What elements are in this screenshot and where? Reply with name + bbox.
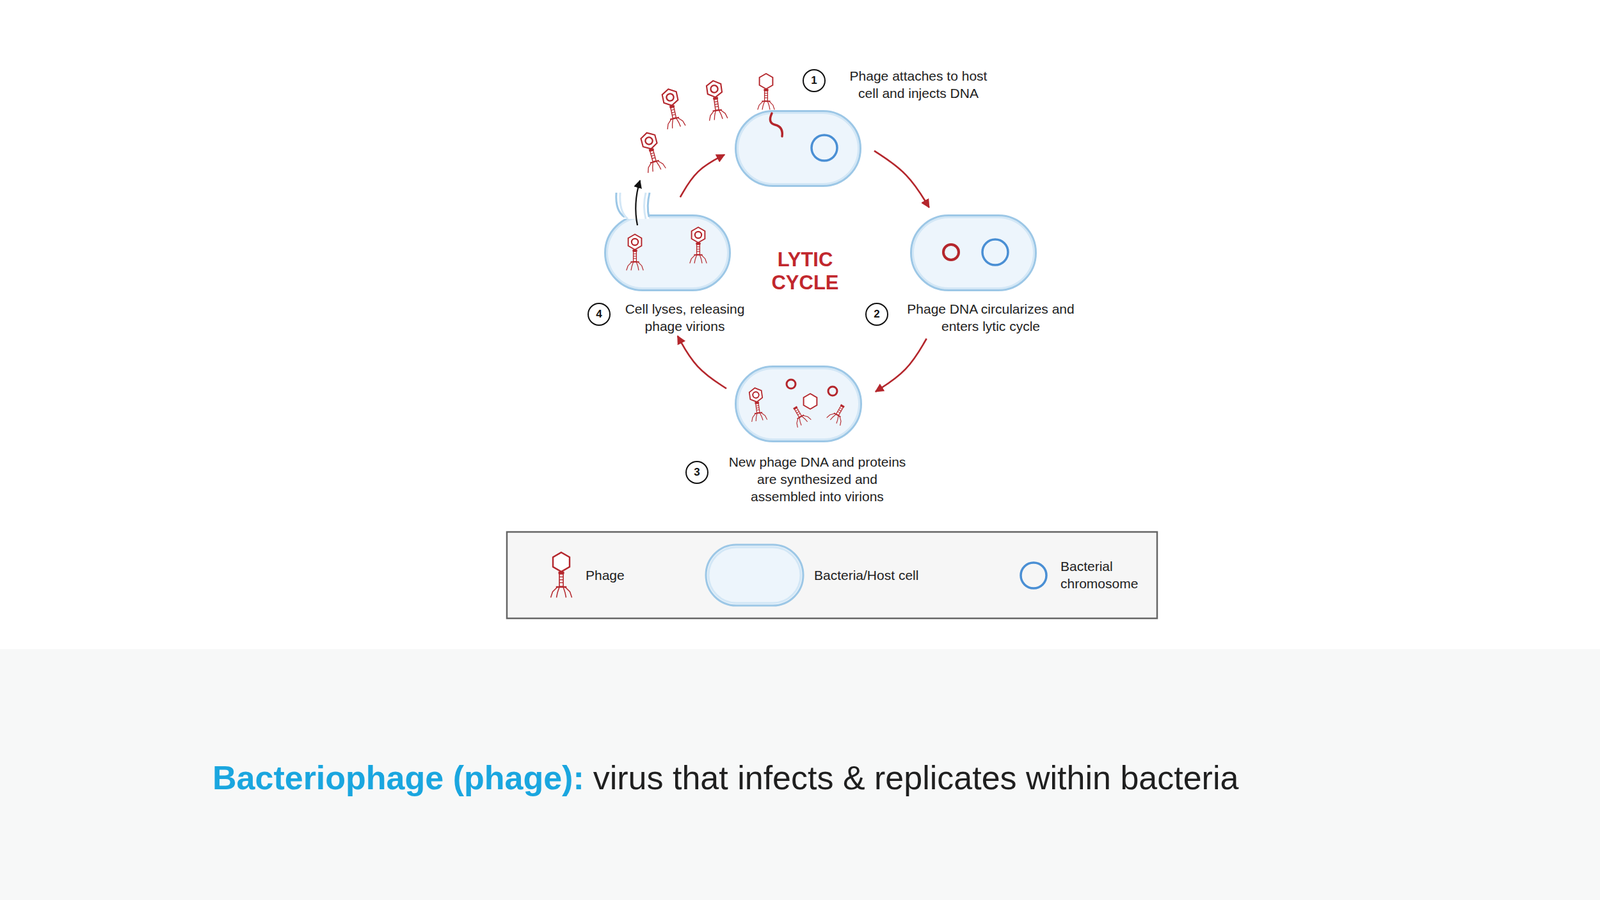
cycle-arrow — [874, 151, 930, 208]
phage-tail — [788, 403, 812, 428]
cycle-title: LYTIC CYCLE — [760, 248, 850, 295]
legend-chromosome-sample — [1020, 562, 1047, 589]
legend-box — [506, 531, 1158, 619]
step-caption: New phage DNA and proteins are synthesiz… — [725, 453, 909, 505]
cell-wall-flare — [647, 192, 650, 217]
callout-number: 1 — [802, 69, 826, 93]
callout-number: 2 — [865, 302, 889, 326]
phage-dna-circle — [786, 379, 796, 389]
legend-phage-sample — [551, 552, 573, 598]
callout-number: 4 — [587, 302, 611, 326]
cell-wall-flare — [620, 192, 628, 219]
bacterial-chromosome — [982, 239, 1008, 265]
phage-dna-circle — [828, 386, 838, 396]
release-arrow — [635, 180, 640, 226]
phage-virion — [626, 234, 644, 271]
legend-text: Bacterial chromosome — [1060, 557, 1144, 592]
host-cell: Phage attaches to host cell and injects … — [734, 110, 862, 187]
legend-cell-sample — [708, 547, 801, 603]
cycle-arrow — [875, 338, 927, 392]
phage-capsid — [803, 393, 818, 409]
phage-tail — [826, 401, 850, 426]
host-cell: New phage DNA and proteins are synthesiz… — [734, 365, 863, 443]
legend-text: Phage — [585, 566, 663, 584]
definition-term: Bacteriophage (phage): — [212, 757, 585, 799]
phage-virion — [689, 227, 707, 264]
host-cell: Cell lyses, releasing phage virions — [604, 214, 731, 292]
definition-text: virus that infects & replicates within b… — [593, 757, 1240, 799]
legend-cell-sample — [705, 544, 804, 606]
callout-number: 3 — [685, 460, 709, 484]
phage-virion — [704, 79, 728, 121]
cycle-arrow — [680, 154, 725, 198]
step-caption: Phage DNA circularizes and enters lytic … — [901, 300, 1081, 335]
cell-opening — [624, 213, 649, 219]
host-cell: Phage DNA circularizes and enters lytic … — [910, 214, 1037, 292]
step-caption: Phage attaches to host cell and injects … — [841, 67, 996, 102]
phage-dna-circle — [943, 244, 959, 260]
legend-text: Bacteria/Host cell — [814, 566, 968, 584]
bacterial-chromosome — [811, 135, 838, 161]
phage-virion — [746, 386, 767, 422]
phage-virion — [638, 130, 666, 173]
cell-wall-flare — [644, 192, 647, 219]
cycle-arrow — [677, 336, 727, 389]
cell-wall-flare — [616, 192, 625, 217]
phage-virion — [659, 87, 686, 130]
phage-icon — [757, 73, 775, 110]
step-caption: Cell lyses, releasing phage virions — [617, 300, 752, 335]
injected-dna — [769, 113, 783, 137]
